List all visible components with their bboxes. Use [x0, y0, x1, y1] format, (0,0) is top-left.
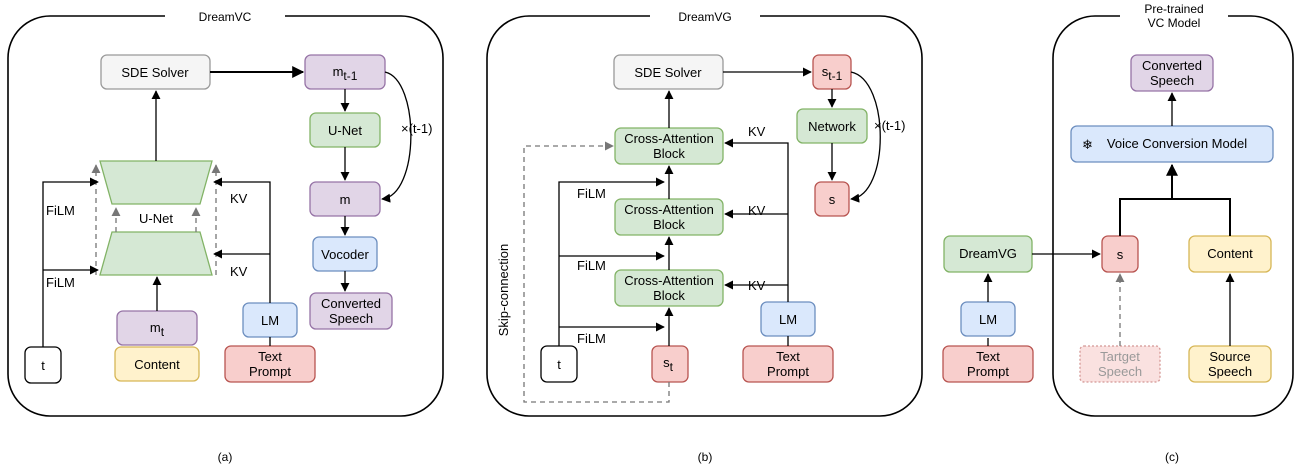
s-label-b: s: [829, 192, 836, 207]
kv-label-b-3: KV: [748, 278, 766, 293]
snowflake-icon: ❄: [1082, 137, 1093, 152]
text-prompt-line2-c: Prompt: [967, 364, 1009, 379]
film-label-b-1: FiLM: [577, 186, 606, 201]
converted-speech-line2: Speech: [329, 311, 373, 326]
text-prompt-line1-c: Text: [976, 349, 1000, 364]
vocoder-label: Vocoder: [321, 247, 369, 262]
content-label-a: Content: [134, 357, 180, 372]
voice-conversion-model-label: Voice Conversion Model: [1107, 136, 1247, 151]
dreamvg-label: DreamVG: [959, 246, 1017, 261]
sde-solver-label-b: SDE Solver: [634, 65, 702, 80]
s-prev-label: st-1: [822, 64, 843, 83]
panel-b-title: DreamVG: [678, 10, 731, 24]
text-prompt-line2-a: Prompt: [249, 364, 291, 379]
skip-connection-label: Skip-connection: [496, 244, 511, 337]
m-prev-label: mt-1: [333, 64, 358, 83]
sde-solver-label: SDE Solver: [121, 65, 189, 80]
kv-label-b-1: KV: [748, 124, 766, 139]
panel-c-title-line1: Pre-trained: [1144, 2, 1203, 16]
m-label: m: [340, 192, 351, 207]
kv-bottom-label-a: KV: [230, 264, 248, 279]
cross-attention-2-line1: Cross-Attention: [624, 202, 714, 217]
panel-c-caption: (c): [1165, 450, 1179, 464]
s-t-box: [651, 345, 689, 383]
m-t-label: mt: [150, 320, 165, 339]
t-label-b: t: [557, 357, 561, 372]
cross-attention-3-line1: Cross-Attention: [624, 273, 714, 288]
panel-a: DreamVC SDE Solver mt-1 U-Net m Vocoder …: [7, 8, 444, 464]
converted-speech-box-c: [1130, 54, 1214, 92]
target-speech-line2: Speech: [1098, 364, 1142, 379]
unet-big-label: U-Net: [139, 211, 173, 226]
converted-speech-line1-c: Converted: [1142, 58, 1202, 73]
cross-attention-2-line2: Block: [653, 217, 685, 232]
converted-speech-line1: Converted: [321, 296, 381, 311]
film-label-b-2: FiLM: [577, 258, 606, 273]
s-box-b: [814, 181, 850, 217]
panel-b: DreamVG SDE Solver st-1 Network s Cross-…: [486, 8, 923, 464]
cross-attention-3-line2: Block: [653, 288, 685, 303]
panel-c-title-line2: VC Model: [1148, 16, 1201, 30]
source-speech-line1: Source: [1209, 349, 1250, 364]
text-prompt-line1-b: Text: [776, 349, 800, 364]
content-box-a: [114, 346, 200, 382]
unet-decoder-trapezoid: [99, 231, 213, 276]
panel-a-title: DreamVC: [199, 10, 252, 24]
cross-attention-1-line2: Block: [653, 146, 685, 161]
unet-encoder-trapezoid: [99, 160, 213, 205]
lm-label-a: LM: [261, 313, 279, 328]
converted-speech-line2-c: Speech: [1150, 73, 1194, 88]
network-label: Network: [808, 119, 856, 134]
lm-label-b: LM: [779, 312, 797, 327]
film-bottom-label-a: FiLM: [46, 275, 75, 290]
text-prompt-line1-a: Text: [258, 349, 282, 364]
text-prompt-line2-b: Prompt: [767, 364, 809, 379]
content-label-c: Content: [1207, 246, 1253, 261]
target-speech-line1: Tartget: [1100, 349, 1140, 364]
converted-speech-box: [309, 292, 393, 330]
s-t-label: st: [663, 355, 674, 374]
film-top-label-a: FiLM: [46, 203, 75, 218]
panel-c: Pre-trained VC Model Converted Speech ❄ …: [942, 2, 1294, 464]
s-label-c: s: [1117, 247, 1124, 262]
loop-label-b: ×(t-1): [874, 118, 905, 133]
unet-small-label: U-Net: [328, 123, 362, 138]
panel-a-caption: (a): [218, 450, 233, 464]
loop-label-a: ×(t-1): [401, 121, 432, 136]
t-label-a: t: [41, 358, 45, 373]
source-speech-line2: Speech: [1208, 364, 1252, 379]
kv-label-b-2: KV: [748, 203, 766, 218]
film-label-b-3: FiLM: [577, 331, 606, 346]
lm-label-c: LM: [979, 312, 997, 327]
panel-b-caption: (b): [698, 450, 713, 464]
cross-attention-1-line1: Cross-Attention: [624, 131, 714, 146]
kv-top-label-a: KV: [230, 191, 248, 206]
